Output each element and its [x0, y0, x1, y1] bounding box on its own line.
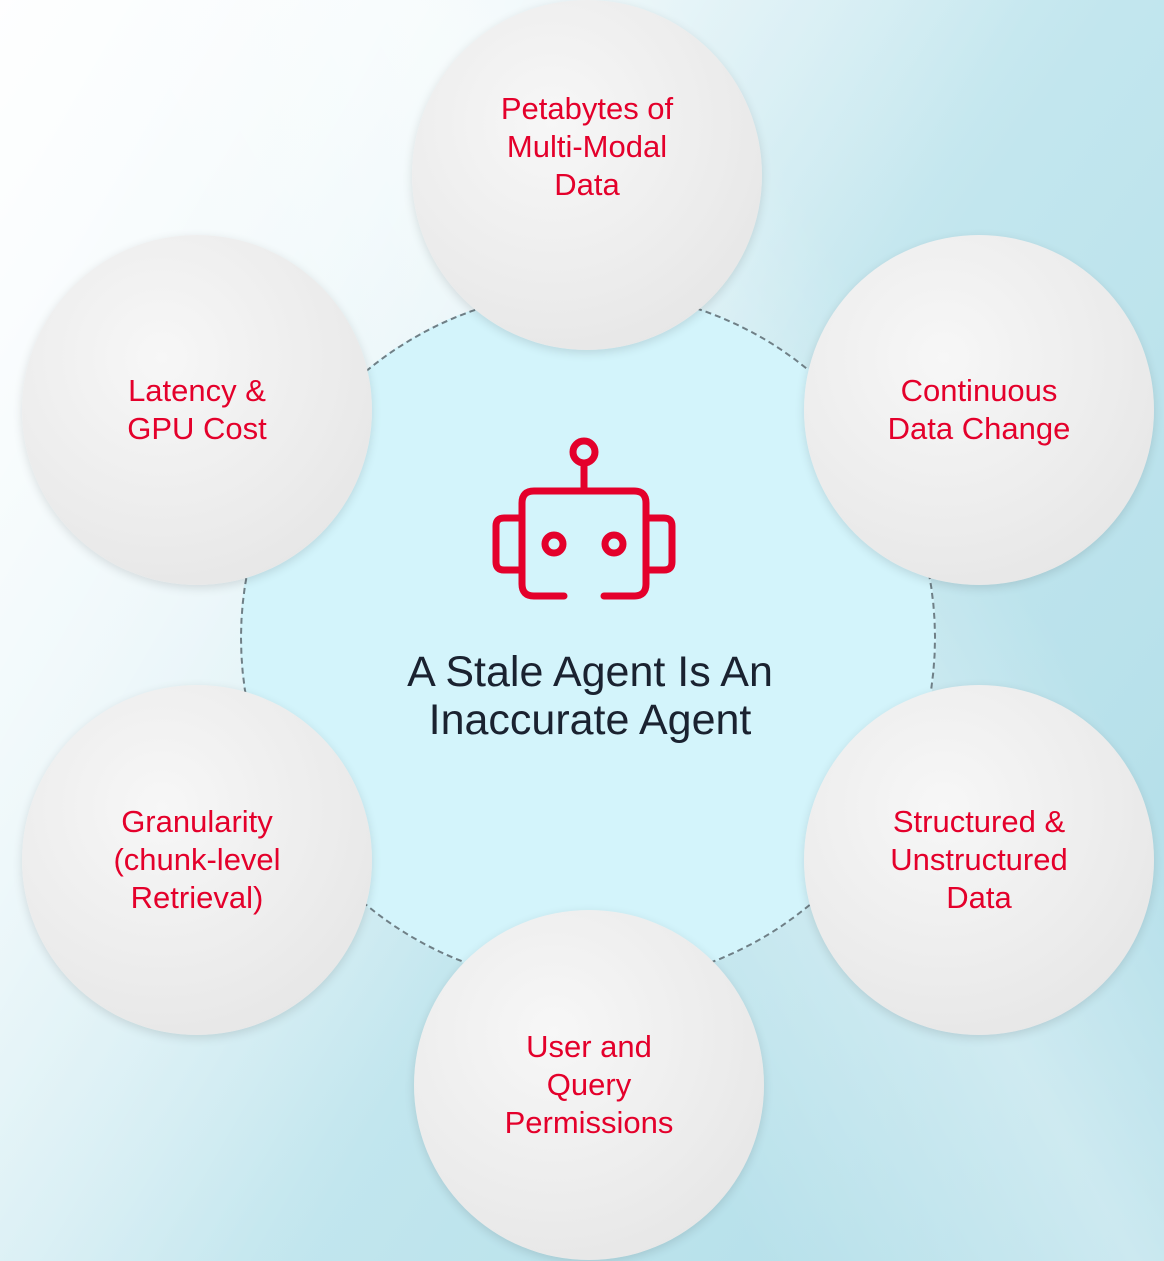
node-continuous-data-change: Continuous Data Change	[804, 235, 1154, 585]
node-label: Structured & Unstructured Data	[890, 804, 1068, 915]
robot-icon	[492, 437, 676, 600]
node-petabytes-multimodal-data: Petabytes of Multi-Modal Data	[412, 0, 762, 350]
node-label: User and Query Permissions	[504, 1029, 674, 1140]
node-user-query-permissions: User and Query Permissions	[414, 910, 764, 1260]
center-title: A Stale Agent Is An Inaccurate Agent	[407, 648, 773, 744]
node-label: Latency & GPU Cost	[127, 373, 267, 446]
node-label: Petabytes of Multi-Modal Data	[500, 91, 674, 202]
node-granularity-retrieval: Granularity (chunk-level Retrieval)	[22, 685, 372, 1035]
node-latency-gpu-cost: Latency & GPU Cost	[22, 235, 372, 585]
node-label: Granularity (chunk-level Retrieval)	[113, 804, 281, 915]
node-structured-unstructured-data: Structured & Unstructured Data	[804, 685, 1154, 1035]
node-label: Continuous Data Change	[887, 373, 1071, 446]
